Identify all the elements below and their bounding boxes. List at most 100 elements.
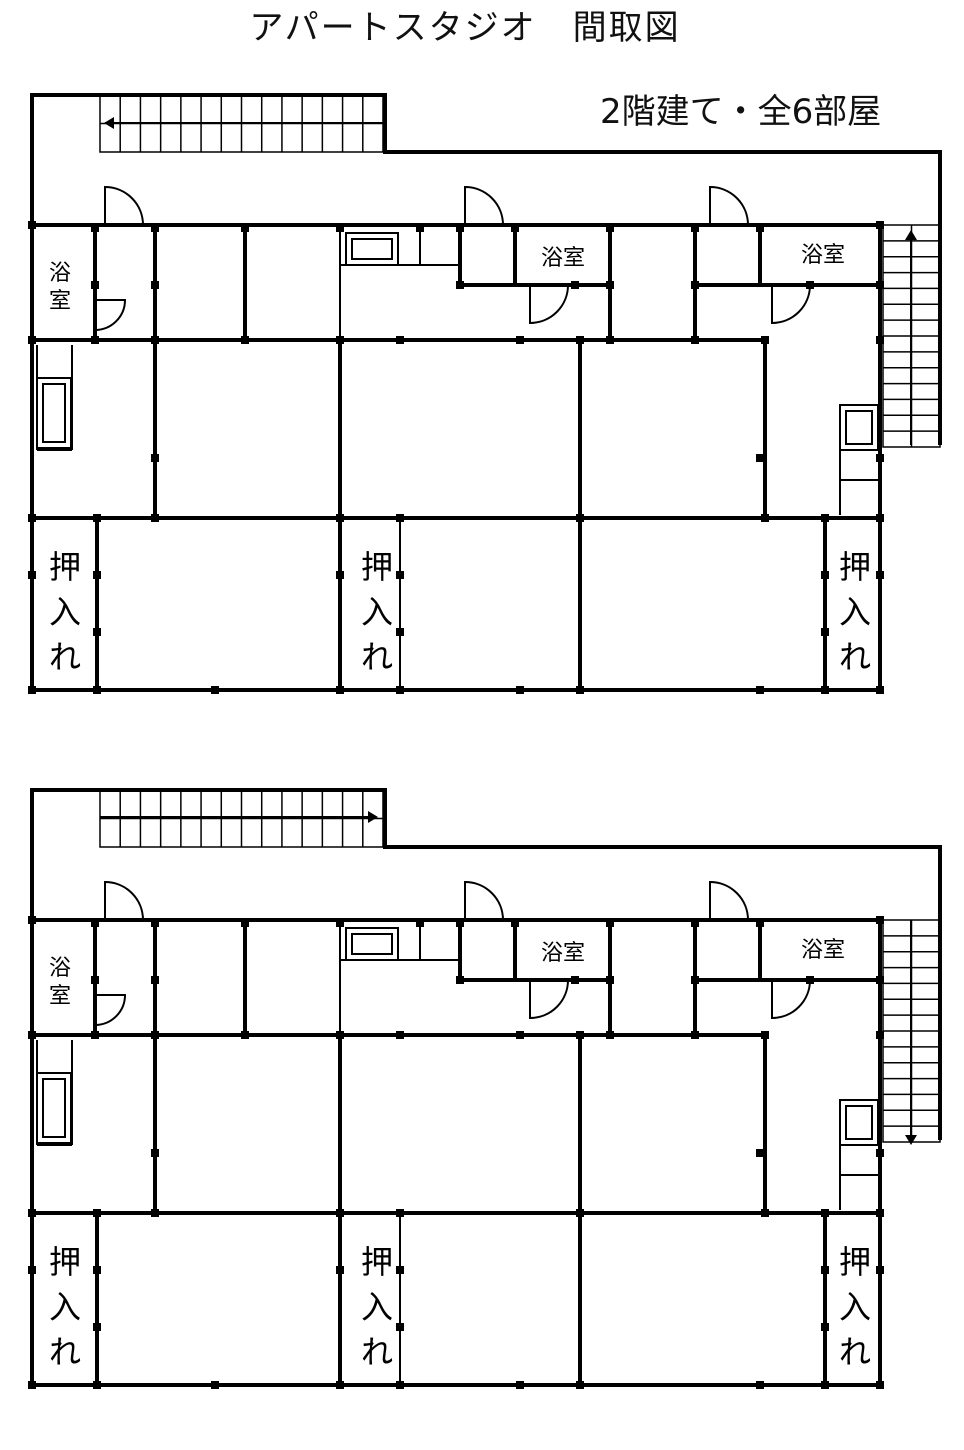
closet-label: 押 bbox=[839, 548, 871, 586]
wall-post bbox=[211, 1381, 219, 1389]
kitchen-sink-basin bbox=[42, 383, 66, 443]
closet-label: れ bbox=[361, 638, 393, 676]
wall-post bbox=[336, 1381, 344, 1389]
wall-post bbox=[821, 686, 829, 694]
closet-label: 押 bbox=[49, 1243, 81, 1281]
closet-label: 押 bbox=[839, 1243, 871, 1281]
kitchen-sink-basin bbox=[42, 1078, 66, 1138]
wall-post bbox=[336, 686, 344, 694]
wall-post bbox=[336, 571, 344, 579]
wall-post bbox=[151, 1149, 159, 1157]
wall-post bbox=[396, 1381, 404, 1389]
wall-post bbox=[756, 919, 764, 927]
wall-post bbox=[756, 1149, 764, 1157]
wall-post bbox=[28, 1031, 36, 1039]
stair-arrow bbox=[905, 1135, 917, 1145]
wall-post bbox=[28, 336, 36, 344]
wall-post bbox=[28, 571, 36, 579]
closet-label: 入 bbox=[839, 1288, 871, 1326]
door-swing bbox=[104, 185, 144, 226]
wall-post bbox=[876, 514, 884, 522]
wall-post bbox=[821, 1266, 829, 1274]
closet-label: れ bbox=[361, 1333, 393, 1371]
wall-post bbox=[91, 976, 99, 984]
wall-post bbox=[606, 336, 614, 344]
wall-post bbox=[876, 281, 884, 289]
wall-post bbox=[606, 224, 614, 232]
door-swing bbox=[104, 880, 144, 921]
wall-post bbox=[336, 1031, 344, 1039]
closet-label: れ bbox=[839, 638, 871, 676]
wall-post bbox=[336, 224, 344, 232]
kitchen-sink-basin bbox=[845, 1105, 873, 1140]
wall-post bbox=[93, 1209, 101, 1217]
wall-post bbox=[416, 919, 424, 927]
wall-post bbox=[876, 571, 884, 579]
wall-post bbox=[28, 1266, 36, 1274]
wall-post bbox=[91, 336, 99, 344]
wall-post bbox=[336, 919, 344, 927]
wall-post bbox=[511, 224, 519, 232]
wall-post bbox=[511, 919, 519, 927]
closet-label: 入 bbox=[361, 593, 393, 631]
wall-post bbox=[606, 1031, 614, 1039]
wall-post bbox=[396, 571, 404, 579]
lower-floor: 浴室浴室浴室押入れ押入れ押入れ bbox=[28, 788, 942, 1389]
bath-label: 浴 bbox=[49, 956, 71, 981]
bath-label: 室 bbox=[49, 984, 71, 1009]
wall-post bbox=[151, 919, 159, 927]
wall-post bbox=[93, 1266, 101, 1274]
wall-post bbox=[93, 1381, 101, 1389]
wall-post bbox=[761, 1209, 769, 1217]
closet-label: れ bbox=[49, 1333, 81, 1371]
wall-post bbox=[876, 916, 884, 924]
floor-count-subtitle: 2階建て・全6部屋 bbox=[600, 92, 882, 132]
door-swing bbox=[709, 880, 749, 921]
exterior-wall bbox=[30, 225, 882, 692]
wall-post bbox=[93, 686, 101, 694]
wall-post bbox=[416, 224, 424, 232]
wall-post bbox=[91, 224, 99, 232]
wall-post bbox=[571, 976, 579, 984]
wall-post bbox=[151, 224, 159, 232]
door-swing bbox=[464, 185, 504, 226]
wall-post bbox=[876, 221, 884, 229]
wall-post bbox=[396, 336, 404, 344]
corridor-wall bbox=[30, 788, 942, 1140]
wall-post bbox=[91, 281, 99, 289]
closet-label: 押 bbox=[49, 548, 81, 586]
wall-post bbox=[691, 1031, 699, 1039]
wall-post bbox=[606, 919, 614, 927]
wall-post bbox=[821, 514, 829, 522]
wall-post bbox=[336, 336, 344, 344]
stair-arrow bbox=[905, 230, 917, 240]
wall-post bbox=[151, 514, 159, 522]
door-swing bbox=[771, 284, 811, 325]
wall-post bbox=[396, 628, 404, 636]
wall-post bbox=[576, 1031, 584, 1039]
door-swing bbox=[94, 299, 127, 331]
wall-post bbox=[516, 336, 524, 344]
kitchen-sink-basin bbox=[845, 410, 873, 445]
wall-post bbox=[28, 514, 36, 522]
wall-post bbox=[756, 1381, 764, 1389]
stair-arrow bbox=[368, 811, 378, 823]
wall-post bbox=[876, 1381, 884, 1389]
wall-post bbox=[576, 1209, 584, 1217]
wall-post bbox=[821, 628, 829, 636]
wall-post bbox=[336, 514, 344, 522]
wall-post bbox=[876, 1149, 884, 1157]
door-swing bbox=[529, 284, 569, 325]
wall-post bbox=[151, 1031, 159, 1039]
upper-floor: 浴室浴室浴室押入れ押入れ押入れ bbox=[28, 93, 942, 694]
bath-label: 浴 bbox=[49, 261, 71, 286]
wall-post bbox=[396, 1031, 404, 1039]
wall-post bbox=[516, 1031, 524, 1039]
wall-post bbox=[876, 686, 884, 694]
wall-post bbox=[28, 1381, 36, 1389]
wall-post bbox=[211, 686, 219, 694]
page-title: アパートスタジオ 間取図 bbox=[249, 8, 681, 48]
wall-post bbox=[396, 1209, 404, 1217]
wall-post bbox=[151, 454, 159, 462]
